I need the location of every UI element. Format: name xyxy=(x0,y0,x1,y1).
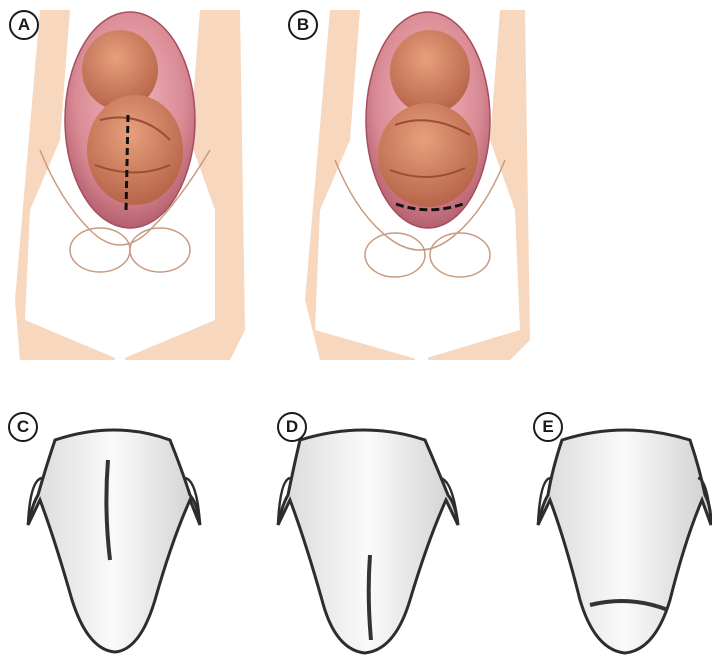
panel-d-illustration xyxy=(278,430,458,653)
legs-gap xyxy=(412,285,430,360)
uterus-organ xyxy=(538,430,711,653)
uterus-organ xyxy=(28,430,200,652)
panel-label-e: E xyxy=(533,412,563,442)
panel-a-illustration xyxy=(15,10,245,360)
low-vertical-scar xyxy=(369,555,371,640)
panel-label-d: D xyxy=(277,412,307,442)
pelvis-left xyxy=(365,233,425,277)
vertical-incision-line xyxy=(126,115,128,212)
panel-c-illustration xyxy=(28,430,200,652)
panel-label-c: C xyxy=(8,412,38,442)
pelvis-left xyxy=(70,228,130,272)
panel-label-a: A xyxy=(9,10,39,40)
panel-b-illustration xyxy=(305,10,530,360)
fetus xyxy=(378,30,478,207)
pelvis-right xyxy=(430,233,490,277)
panel-e-illustration xyxy=(538,430,711,653)
pelvis-right xyxy=(130,228,190,272)
panel-label-b: B xyxy=(288,10,318,40)
legs-gap xyxy=(112,280,128,360)
